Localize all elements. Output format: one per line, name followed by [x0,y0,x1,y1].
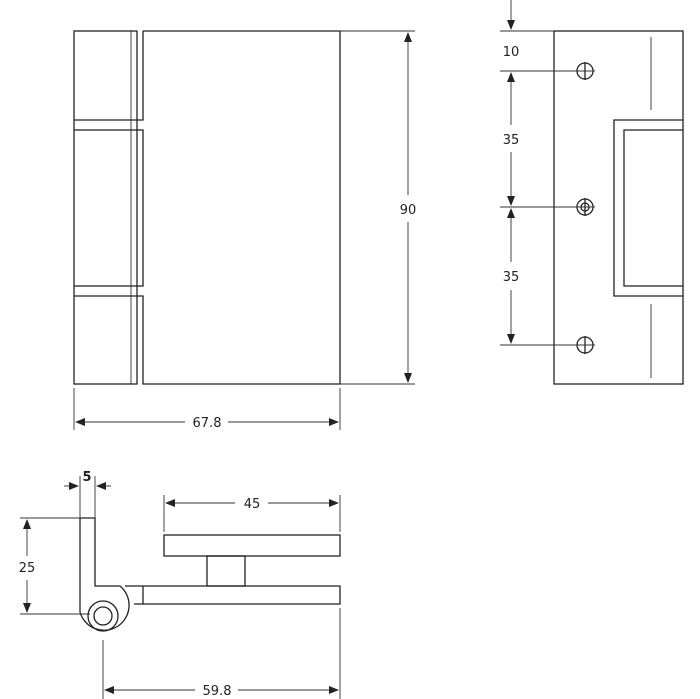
hole-top-offset-label: 10 [503,45,520,60]
side-hole-dimensions: 10 35 35 [500,0,595,346]
leaf-thickness-label: 5 [82,470,91,485]
side-view [553,30,684,385]
leaf-height-label: 25 [19,561,36,576]
front-knuckle [73,30,138,385]
front-width-dimension: 67.8 [73,388,341,431]
hole-spacing-lower-label: 35 [503,270,520,285]
leaf-thickness-dimension: 5 [64,470,111,518]
clamp-width-dimension: 45 [163,495,341,532]
leaf-height-dimension: 25 [19,517,90,615]
front-glass-plate [137,30,341,385]
overall-depth-label: 59.8 [203,684,232,699]
hole-spacing-upper-label: 35 [503,133,520,148]
clamp-width-label: 45 [244,497,261,512]
side-pocket [613,119,683,297]
overall-depth-dimension: 59.8 [102,608,341,699]
front-height-label: 90 [400,203,417,218]
front-view [73,30,341,385]
front-width-label: 67.8 [193,416,222,431]
front-height-dimension: 90 [340,30,417,385]
top-view [79,517,341,632]
